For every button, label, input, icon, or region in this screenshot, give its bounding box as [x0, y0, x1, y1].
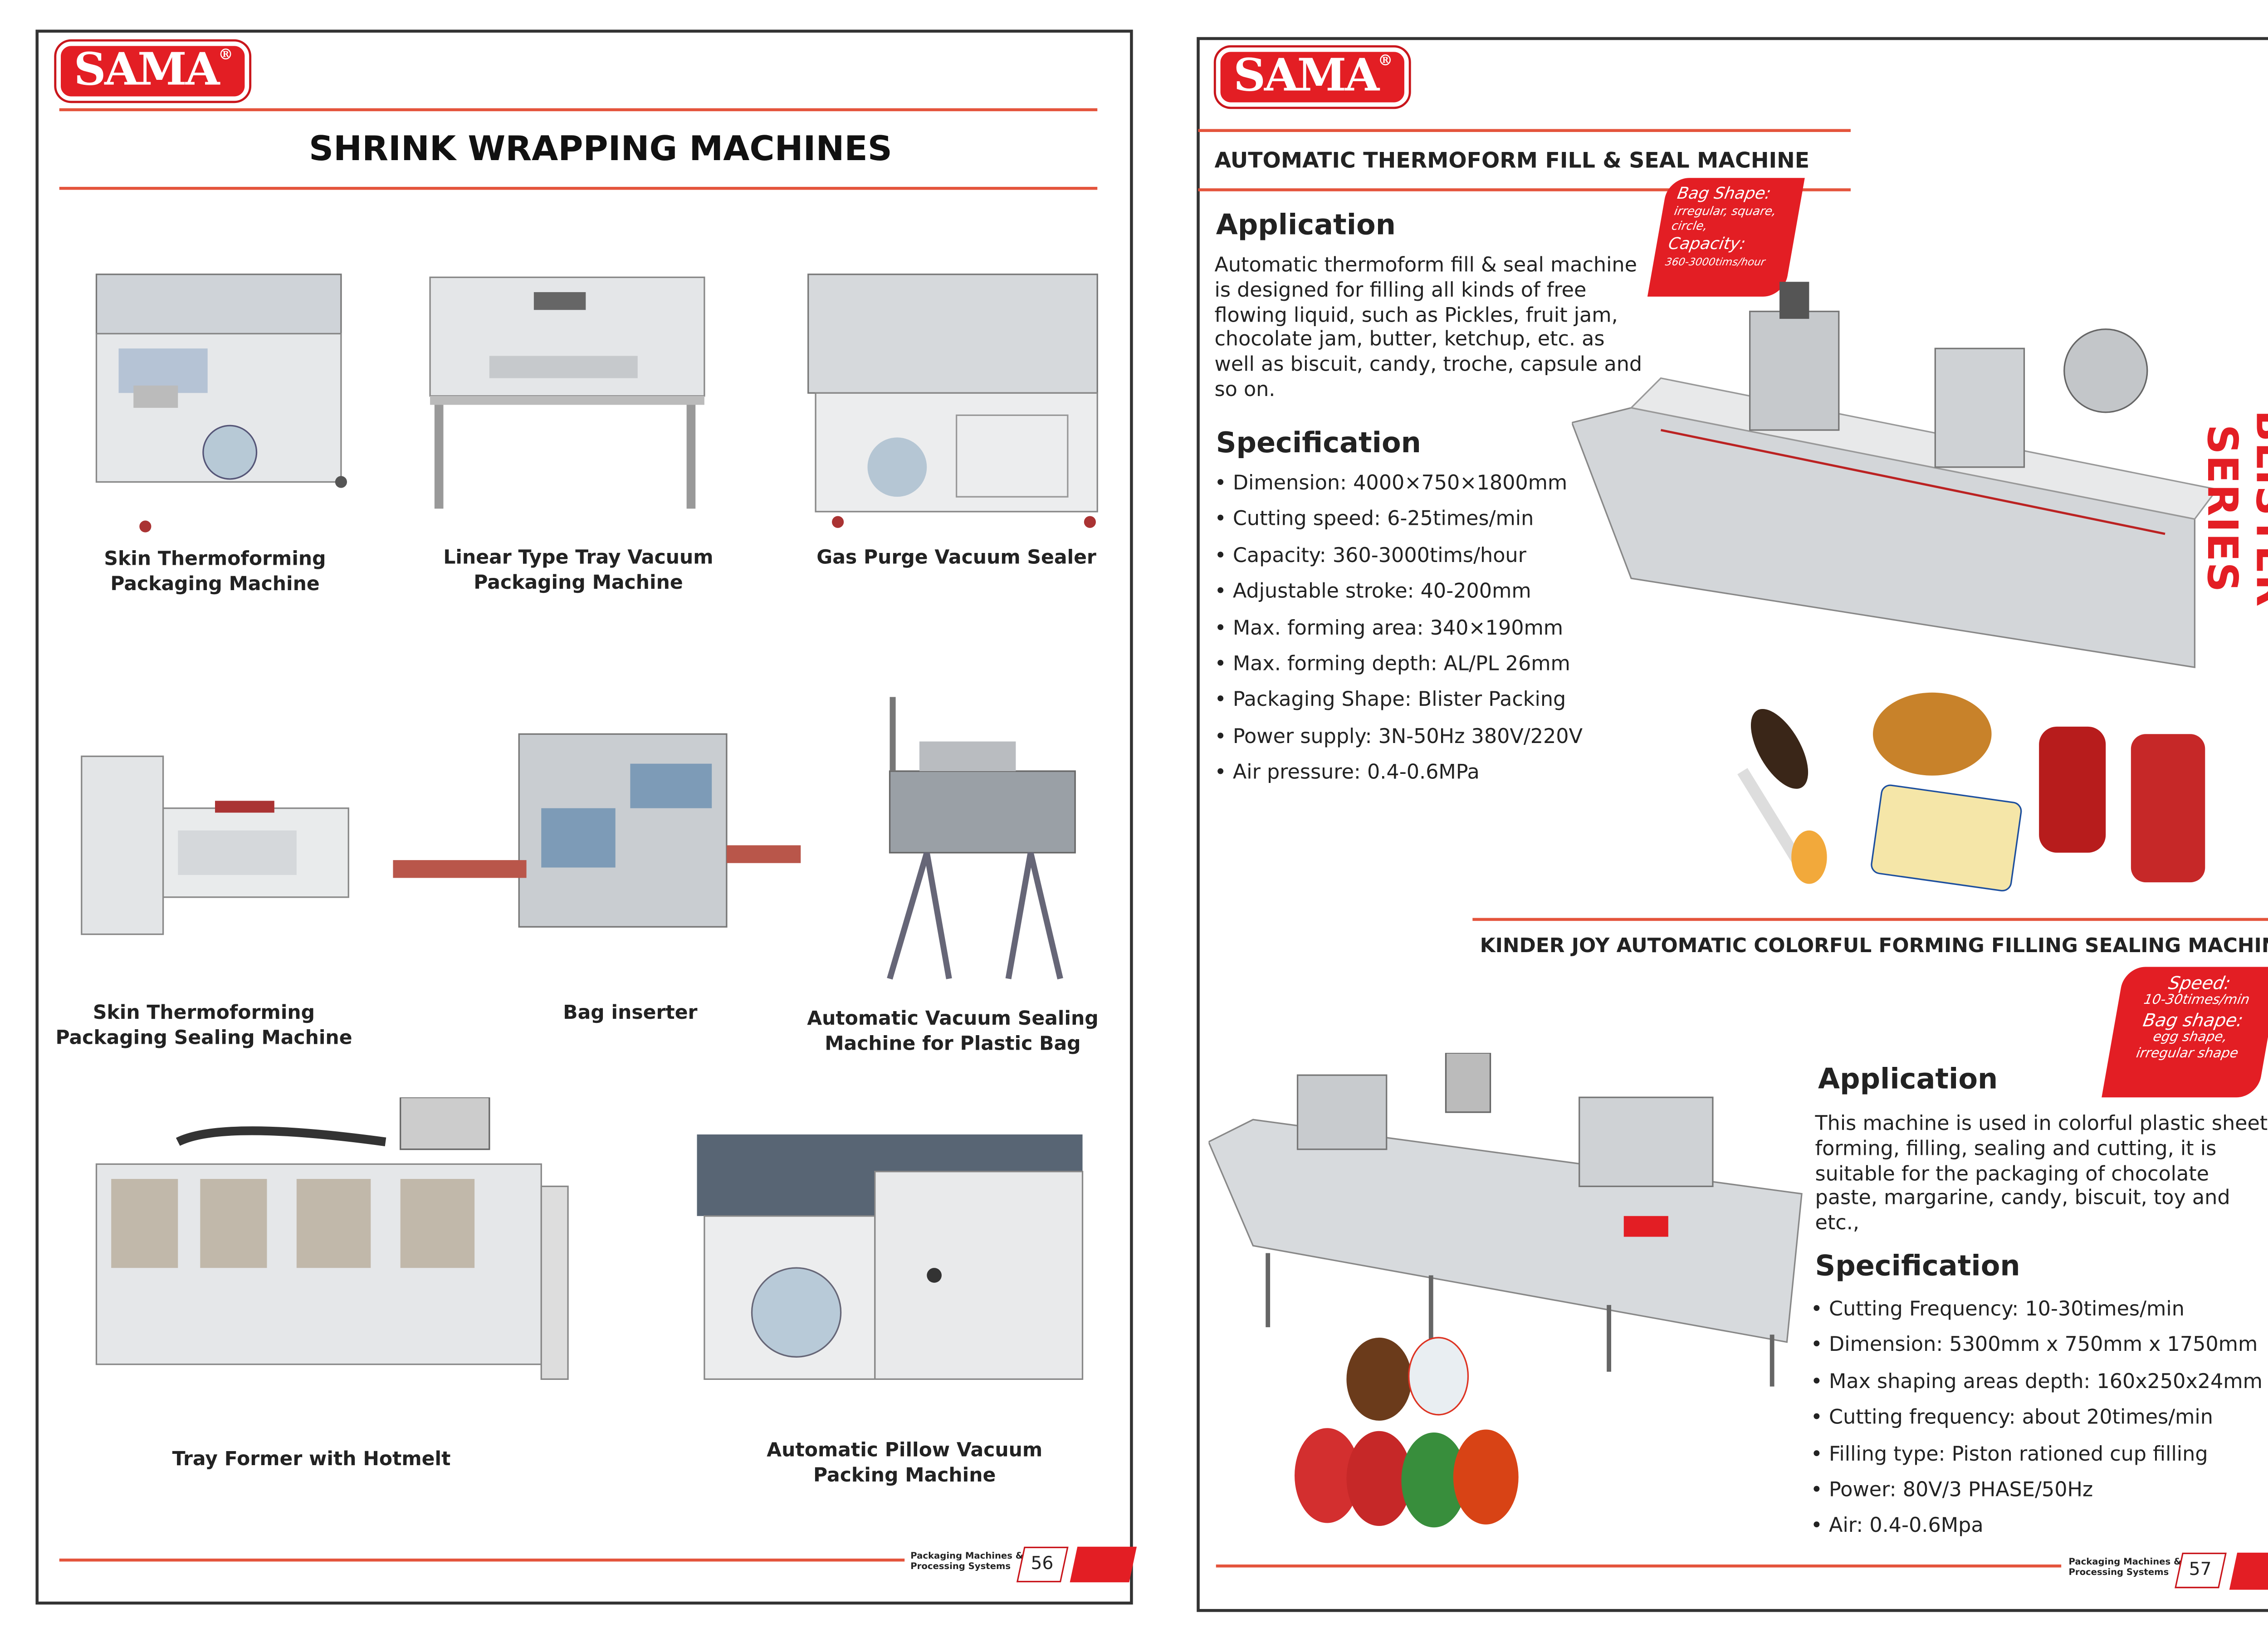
- spec-item: Cutting Frequency: 10-30times/min: [1811, 1291, 2263, 1328]
- spec-item: Max. forming depth: AL/PL 26mm: [1214, 646, 1583, 683]
- machine-image: [81, 755, 349, 935]
- divider: [59, 186, 1098, 189]
- logo-text: SAMA: [73, 44, 220, 97]
- badge-value: egg shape,: [2151, 1031, 2229, 1046]
- machine-image: [697, 1134, 1084, 1380]
- spec-item: Power supply: 3N-50Hz 380V/220V: [1214, 719, 1583, 755]
- divider: [1472, 918, 2268, 920]
- spec-badge: Bag Shape: irregular, square, circle, Ca…: [1647, 178, 1805, 297]
- specification-heading: Specification: [1815, 1250, 2020, 1283]
- spec-item: Air: 0.4-0.6Mpa: [1811, 1509, 2263, 1545]
- application-text: Automatic thermoform fill & seal machine…: [1214, 254, 1642, 402]
- machine-image: [887, 697, 1076, 980]
- divider: [1198, 188, 1851, 191]
- spec-list: Dimension: 4000×750×1800mm Cutting speed…: [1214, 466, 1583, 792]
- spec-item: Cutting frequency: about 20times/min: [1811, 1400, 2263, 1437]
- badge-value: irregular shape: [2135, 1047, 2239, 1062]
- badge-value: 10-30times/min: [2142, 993, 2251, 1009]
- spec-item: Capacity: 360-3000tims/hour: [1214, 538, 1583, 574]
- application-heading: Application: [1818, 1063, 1998, 1096]
- kinder-eggs-image: [1295, 1337, 1519, 1528]
- divider: [59, 108, 1098, 111]
- product-caption: Tray Former with Hotmelt: [172, 1449, 451, 1472]
- footer-line1: Packaging Machines &: [910, 1551, 1023, 1562]
- machine-image: [95, 1097, 569, 1380]
- footer-red-block: [1070, 1546, 1137, 1583]
- logo-text: SAMA: [1233, 50, 1379, 103]
- sama-logo: SAMA®: [1216, 47, 1409, 107]
- spec-item: Max. forming area: 340×190mm: [1214, 611, 1583, 647]
- spec-item: Filling type: Piston rationed cup fillin…: [1811, 1437, 2263, 1473]
- page-number: 56: [1016, 1546, 1069, 1583]
- product-caption: Gas Purge Vacuum Sealer: [816, 547, 1096, 570]
- machine-image: [429, 276, 705, 509]
- spec-item: Adjustable stroke: 40-200mm: [1214, 574, 1583, 611]
- footer-text: Packaging Machines &Processing Systems: [2069, 1557, 2182, 1578]
- sama-logo: SAMA®: [56, 41, 249, 101]
- badge-label: Bag Shape:: [1676, 184, 1773, 203]
- footer-line2: Processing Systems: [910, 1561, 1011, 1572]
- blister-products-image: [1737, 692, 2205, 892]
- machine-image: [393, 733, 801, 928]
- spec-item: Power: 80V/3 PHASE/50Hz: [1811, 1472, 2263, 1509]
- footer-line: [59, 1558, 905, 1561]
- footer-line2: Processing Systems: [2068, 1567, 2169, 1578]
- spec-item: Dimension: 5300mm x 750mm x 1750mm: [1811, 1328, 2263, 1364]
- badge-value: 360-3000tims/hour: [1664, 256, 1766, 269]
- product-caption: Skin Thermoforming Packaging Machine: [104, 548, 326, 596]
- page-number-text: 57: [2189, 1558, 2212, 1579]
- footer-line1: Packaging Machines &: [2068, 1557, 2182, 1568]
- kinder-machine-image: [1208, 1053, 1803, 1387]
- product-caption: Automatic Pillow Vacuum Packing Machine: [767, 1440, 1043, 1488]
- page-title: SHRINK WRAPPING MACHINES: [309, 130, 892, 169]
- product-caption: Automatic Vacuum Sealing Machine for Pla…: [807, 1008, 1099, 1056]
- page-number: 57: [2175, 1552, 2227, 1589]
- product-caption: Linear Type Tray Vacuum Packaging Machin…: [443, 547, 714, 595]
- spec-item: Air pressure: 0.4-0.6MPa: [1214, 755, 1583, 792]
- spec-list: Cutting Frequency: 10-30times/min Dimens…: [1811, 1291, 2263, 1545]
- section-title: AUTOMATIC THERMOFORM FILL & SEAL MACHINE: [1214, 150, 1810, 174]
- series-label: BLISTER SERIES: [2197, 410, 2268, 607]
- application-text: This machine is used in colorful plastic…: [1815, 1112, 2268, 1236]
- specification-heading: Specification: [1216, 427, 1421, 460]
- badge-label: Speed:: [2167, 973, 2233, 994]
- badge-label: Capacity:: [1667, 234, 1747, 254]
- product-caption: Skin Thermoforming Packaging Sealing Mac…: [55, 1002, 352, 1050]
- application-heading: Application: [1216, 209, 1396, 242]
- blister-machine-image: [1572, 282, 2217, 669]
- footer-line: [1216, 1565, 2062, 1567]
- spec-item: Max shaping areas depth: 160x250x24mm: [1811, 1364, 2263, 1400]
- spec-item: Cutting speed: 6-25times/min: [1214, 502, 1583, 538]
- divider: [1198, 129, 1851, 132]
- machine-image: [95, 274, 347, 533]
- spec-item: Dimension: 4000×750×1800mm: [1214, 466, 1583, 502]
- spec-item: Packaging Shape: Blister Packing: [1214, 683, 1583, 719]
- machine-image: [807, 274, 1098, 528]
- footer-text: Packaging Machines &Processing Systems: [910, 1551, 1023, 1572]
- section-title: KINDER JOY AUTOMATIC COLORFUL FORMING FI…: [1480, 935, 2268, 958]
- badge-label: Bag shape:: [2141, 1010, 2245, 1031]
- page-number-text: 56: [1031, 1552, 1054, 1574]
- spec-badge: Speed: 10-30times/min Bag shape: egg sha…: [2102, 967, 2268, 1098]
- badge-value: irregular, square, circle,: [1670, 205, 1778, 233]
- product-caption: Bag inserter: [563, 1002, 698, 1025]
